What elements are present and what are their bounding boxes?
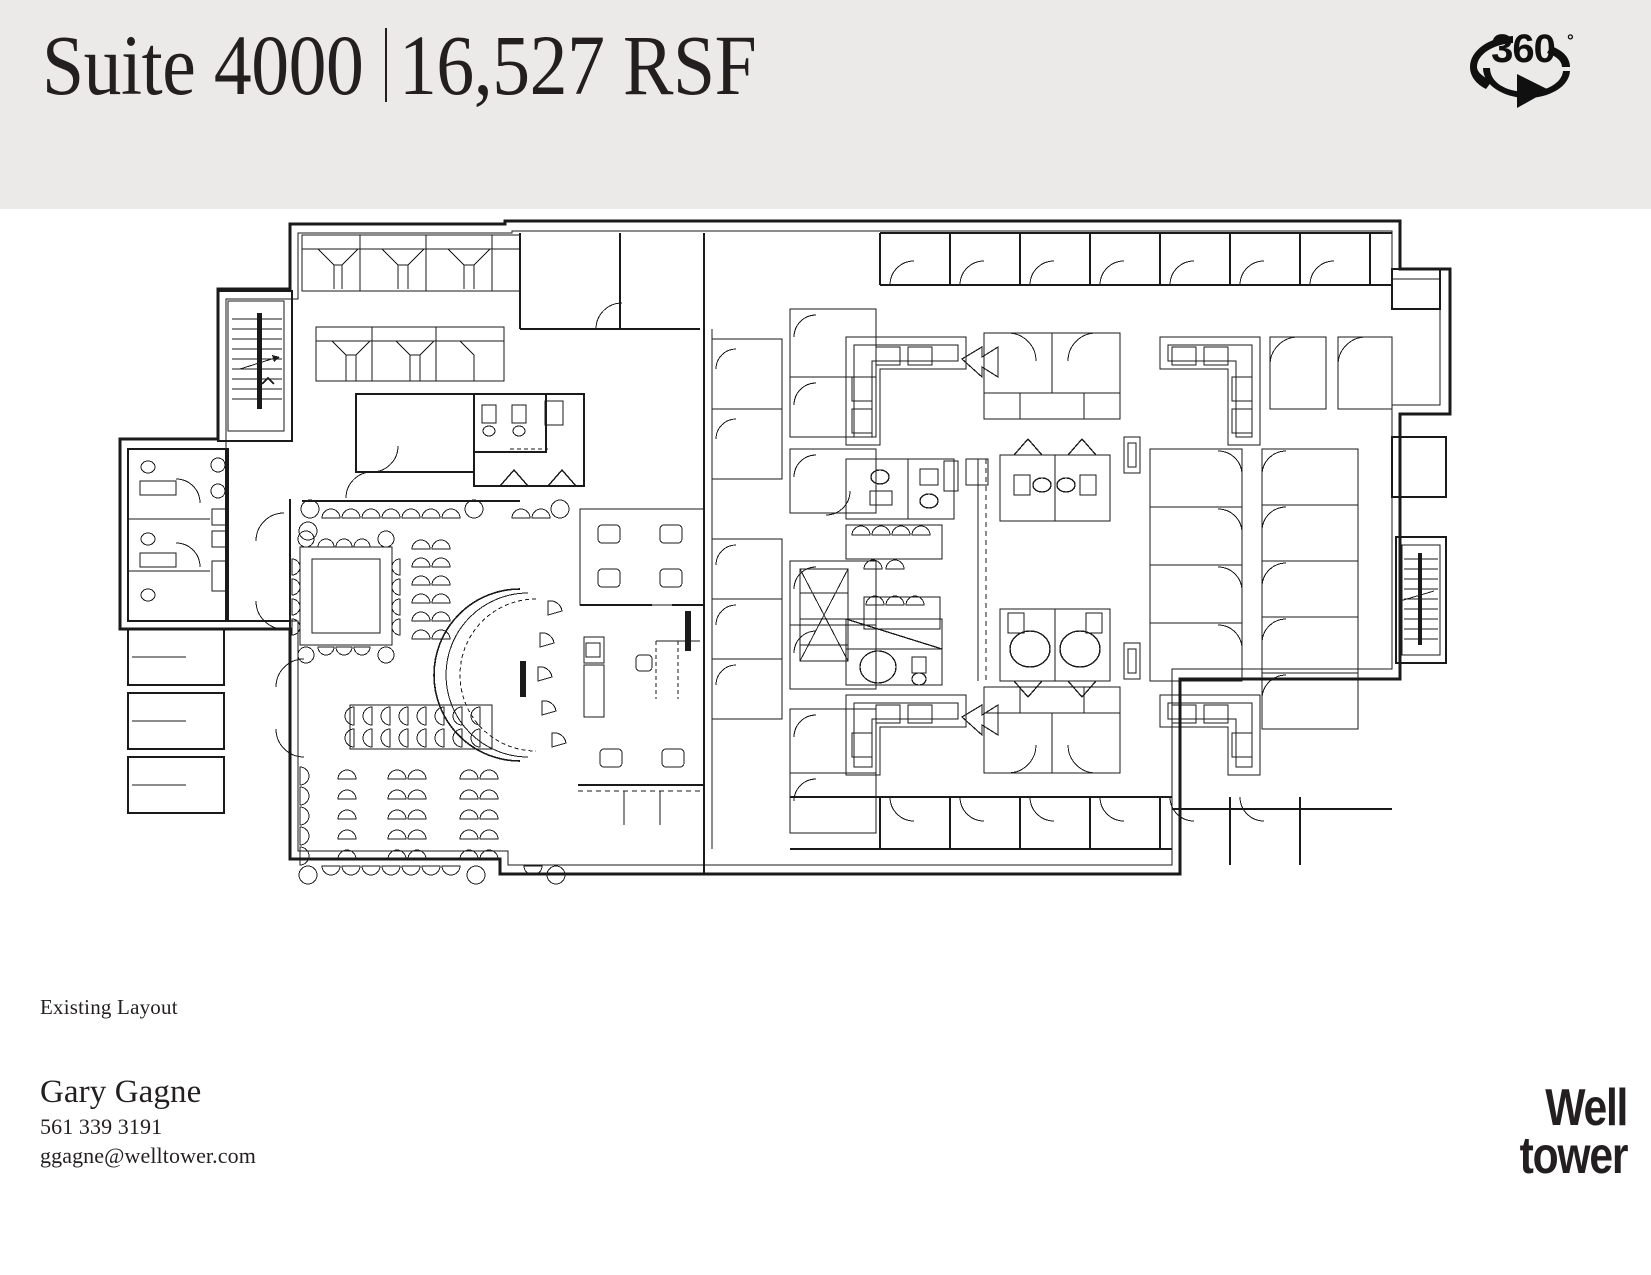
floor-plan-container <box>0 209 1651 944</box>
header-band: Suite 4000 16,527 RSF 360 ° <box>0 0 1651 209</box>
floor-plan-drawing <box>118 219 1452 885</box>
badge-360-text: 360 <box>1491 27 1555 71</box>
contact-block: Gary Gagne 561 339 3191 ggagne@welltower… <box>40 1073 256 1170</box>
suite-label: Suite 4000 <box>42 17 364 113</box>
title-divider-rule <box>385 28 388 102</box>
welltower-logo-line2: tower <box>1519 1126 1628 1185</box>
welltower-logo: Well tower <box>1496 1079 1628 1185</box>
360-degree-view-badge[interactable]: 360 ° <box>1461 24 1589 120</box>
rsf-label: 16,527 RSF <box>399 17 757 113</box>
contact-name: Gary Gagne <box>40 1074 202 1110</box>
layout-caption: Existing Layout <box>40 995 178 1019</box>
welltower-logo-line1: Well <box>1545 1079 1628 1137</box>
contact-email[interactable]: ggagne@welltower.com <box>40 1142 256 1168</box>
badge-degree-symbol: ° <box>1567 31 1574 50</box>
page-title: Suite 4000 16,527 RSF <box>42 20 805 108</box>
contact-phone[interactable]: 561 339 3191 <box>40 1113 163 1139</box>
